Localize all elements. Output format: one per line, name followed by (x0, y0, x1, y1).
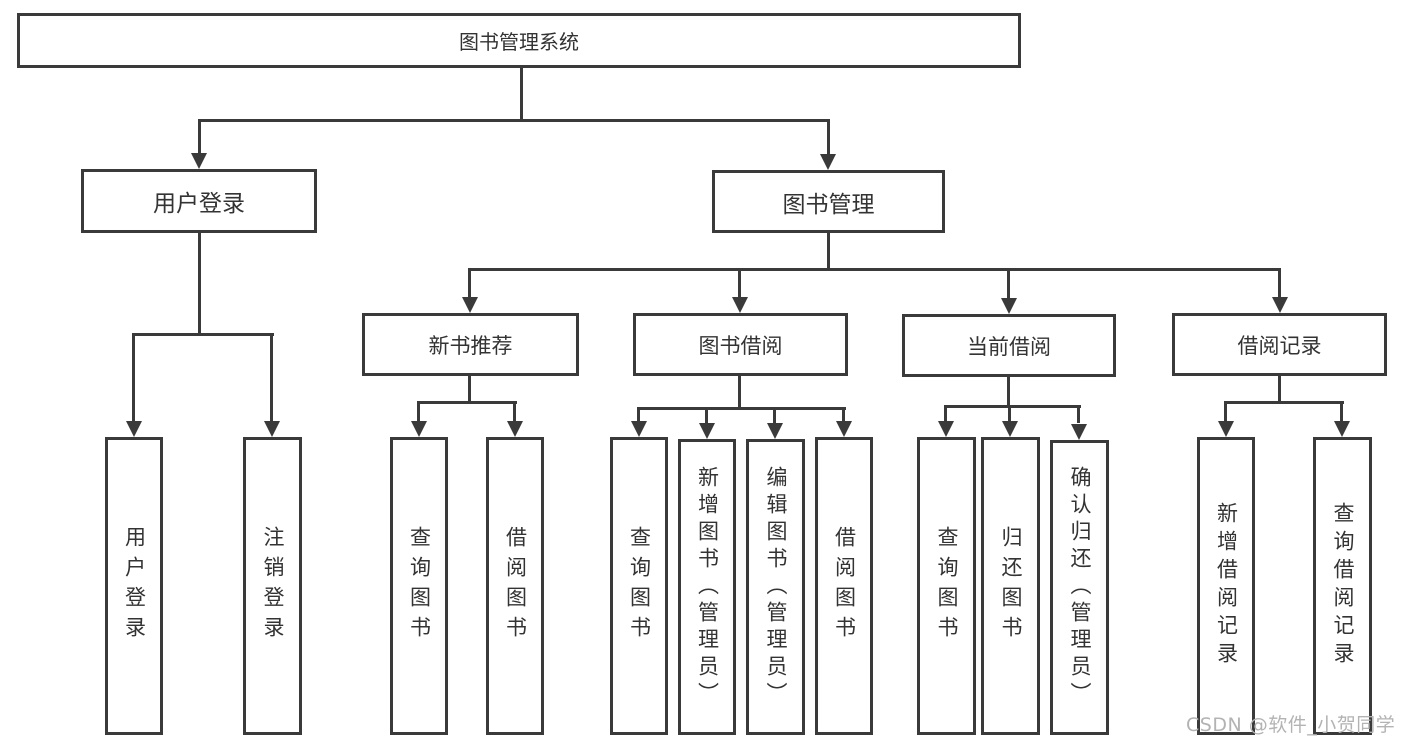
connector-segment (738, 376, 741, 410)
arrowhead-down-icon (191, 153, 207, 169)
connector-segment (468, 268, 1281, 271)
connector-segment (1278, 268, 1281, 300)
node-user-login: 用户登录 (81, 169, 317, 233)
connector-segment (132, 333, 135, 423)
arrowhead-down-icon (1334, 421, 1350, 437)
leaf-borrow-books-recommend: 借阅图书 (486, 437, 544, 735)
connector-segment (132, 333, 274, 336)
node-book-borrow-label: 图书借阅 (698, 333, 783, 358)
node-borrow-records-label: 借阅记录 (1237, 333, 1322, 358)
node-book-management-label: 图书管理 (782, 191, 875, 218)
leaf-borrow-books-recommend-label: 借阅图书 (503, 526, 528, 646)
leaf-borrow-books-label: 借阅图书 (832, 526, 857, 646)
connector-segment (520, 68, 523, 122)
arrowhead-down-icon (938, 421, 954, 437)
connector-segment (198, 233, 201, 336)
leaf-confirm-return-admin: 确认归还（管理员） (1050, 440, 1109, 735)
leaf-edit-book-admin: 编辑图书（管理员） (746, 439, 805, 735)
leaf-query-borrow-record: 查询借阅记录 (1313, 437, 1372, 735)
connector-segment (468, 376, 471, 404)
arrowhead-down-icon (732, 297, 748, 313)
leaf-borrow-books: 借阅图书 (815, 437, 873, 735)
leaf-logout: 注销登录 (243, 437, 302, 735)
arrowhead-down-icon (767, 423, 783, 439)
node-borrow-records: 借阅记录 (1172, 313, 1387, 376)
connector-segment (1077, 405, 1080, 423)
leaf-return-books-label: 归还图书 (999, 526, 1023, 646)
connector-segment (827, 119, 830, 156)
connector-segment (1007, 377, 1010, 408)
leaf-user-login-label: 用户登录 (122, 526, 147, 646)
arrowhead-down-icon (820, 154, 836, 170)
watermark: CSDN @软件_小贺同学 (1186, 714, 1396, 736)
node-library-system: 图书管理系统 (17, 13, 1021, 68)
connector-segment (417, 401, 420, 423)
arrowhead-down-icon (507, 421, 523, 437)
leaf-query-books-recommend: 查询图书 (390, 437, 448, 735)
leaf-query-books-borrow-label: 查询图书 (627, 526, 652, 646)
leaf-logout-label: 注销登录 (261, 526, 285, 646)
leaf-user-login: 用户登录 (105, 437, 163, 735)
connector-segment (270, 333, 273, 423)
leaf-query-books-borrow: 查询图书 (610, 437, 668, 735)
connector-segment (1340, 401, 1343, 423)
leaf-add-borrow-record-label: 新增借阅记录 (1214, 502, 1239, 670)
arrowhead-down-icon (126, 421, 142, 437)
connector-segment (1008, 405, 1011, 423)
connector-segment (944, 405, 1081, 408)
leaf-query-borrow-record-label: 查询借阅记录 (1331, 502, 1355, 670)
connector-segment (198, 119, 830, 122)
leaf-add-book-admin: 新增图书（管理员） (678, 439, 736, 735)
connector-segment (944, 405, 947, 423)
node-new-book-recommend-label: 新书推荐 (428, 333, 513, 358)
node-book-borrow: 图书借阅 (633, 313, 848, 376)
connector-segment (513, 401, 516, 423)
arrowhead-down-icon (462, 297, 478, 313)
arrowhead-down-icon (699, 423, 715, 439)
leaf-query-books-current: 查询图书 (917, 437, 976, 735)
arrowhead-down-icon (264, 421, 280, 437)
connector-segment (1224, 401, 1344, 404)
connector-segment (198, 119, 201, 155)
arrowhead-down-icon (1002, 421, 1018, 437)
connector-segment (1007, 268, 1010, 300)
connector-segment (468, 268, 471, 300)
node-current-borrow-label: 当前借阅 (967, 334, 1051, 359)
connector-segment (738, 268, 741, 300)
node-user-login-label: 用户登录 (153, 191, 245, 217)
node-book-management: 图书管理 (712, 170, 945, 233)
arrowhead-down-icon (1218, 421, 1234, 437)
node-library-system-label: 图书管理系统 (459, 30, 579, 54)
leaf-query-books-recommend-label: 查询图书 (407, 526, 432, 646)
leaf-query-books-current-label: 查询图书 (935, 526, 959, 646)
arrowhead-down-icon (1001, 298, 1017, 314)
arrowhead-down-icon (1272, 297, 1288, 313)
leaf-return-books: 归还图书 (981, 437, 1040, 735)
arrowhead-down-icon (1071, 424, 1087, 440)
arrowhead-down-icon (411, 421, 427, 437)
connector-segment (1224, 401, 1227, 423)
connector-segment (773, 407, 776, 423)
connector-segment (1278, 376, 1281, 404)
leaf-edit-book-admin-label: 编辑图书（管理员） (764, 465, 788, 709)
connector-segment (637, 407, 640, 423)
node-new-book-recommend: 新书推荐 (362, 313, 579, 376)
connector-segment (827, 233, 830, 271)
connector-segment (637, 407, 846, 410)
connector-segment (705, 407, 708, 423)
node-current-borrow: 当前借阅 (902, 314, 1116, 377)
connector-segment (842, 407, 845, 423)
arrowhead-down-icon (836, 421, 852, 437)
leaf-add-borrow-record: 新增借阅记录 (1197, 437, 1255, 735)
leaf-confirm-return-admin-label: 确认归还（管理员） (1068, 466, 1092, 709)
connector-segment (417, 401, 517, 404)
arrowhead-down-icon (631, 421, 647, 437)
leaf-add-book-admin-label: 新增图书（管理员） (695, 465, 720, 709)
